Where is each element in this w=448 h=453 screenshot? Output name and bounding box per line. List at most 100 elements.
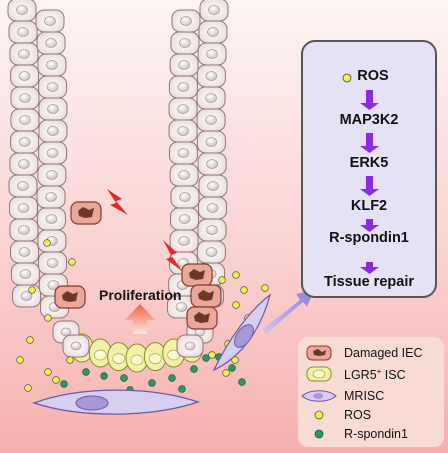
legend-label-ros: ROS — [344, 408, 372, 422]
signal-arrow — [262, 290, 314, 334]
epithelial-cell — [38, 119, 68, 143]
ros-dot — [26, 336, 34, 344]
pathway-step-klf2: KLF2 — [350, 198, 388, 214]
epithelial-cell — [9, 42, 39, 66]
damaged-iec-cells — [54, 201, 222, 330]
epithelial-cell — [168, 119, 198, 143]
ros-dot — [68, 258, 76, 266]
legend-isc-text: ISC — [381, 368, 406, 383]
damaged-iec-legend-icon — [306, 345, 332, 361]
epithelial-cell — [10, 240, 40, 264]
proliferation-arrow — [125, 304, 155, 334]
pathway-step-tissue-repair: Tissue repair — [323, 274, 414, 290]
mrisc-cell-right — [212, 293, 272, 372]
ros-legend-icon — [314, 410, 324, 420]
epithelial-cell — [9, 218, 39, 242]
ros-dot — [66, 356, 74, 364]
epithelial-cell — [197, 218, 227, 242]
rspondin1-dot — [190, 365, 198, 373]
crypt-left-wall — [7, 0, 70, 319]
epithelial-cell — [10, 262, 40, 286]
epithelial-cell — [7, 0, 37, 22]
epithelial-cell — [197, 152, 227, 176]
epithelial-cell — [36, 207, 66, 231]
rspondin1-dot — [238, 378, 246, 386]
pathway-panel: ROS MAP3K2 ERK5 KLF2 R-spondin1 Tissue r… — [301, 40, 437, 298]
legend-label-lgr5-isc: LGR5+ ISC — [344, 367, 406, 382]
epithelial-cell — [170, 31, 200, 55]
rspondin1-dot — [148, 379, 156, 387]
legend: Damaged IEC LGR5+ ISC MRISC ROS R-spondi… — [298, 337, 444, 447]
pathway-step-map3k2: MAP3K2 — [339, 112, 399, 128]
pathway-step-rspondin1: R-spondin1 — [329, 230, 409, 246]
lgr5-isc-cell — [143, 342, 167, 372]
mrisc-cell-bottom — [32, 389, 200, 415]
epithelial-cell — [176, 334, 204, 358]
epithelial-cell — [168, 141, 198, 165]
epithelial-cell — [169, 53, 199, 77]
epithelial-cell — [35, 9, 65, 33]
ros-dot — [240, 286, 248, 294]
damaged-iec-cell — [181, 263, 213, 287]
legend-lgr5-text: LGR5 — [344, 368, 377, 383]
ros-dot-icon — [342, 73, 352, 83]
epithelial-cell — [170, 185, 200, 209]
mrisc-legend-icon — [301, 390, 337, 402]
epithelial-cell — [10, 86, 40, 110]
pathway-arrows — [342, 73, 379, 274]
epithelial-cell — [10, 130, 40, 154]
epithelial-cell — [196, 240, 226, 264]
epithelial-cell — [62, 334, 90, 358]
rspondin1-dot — [120, 374, 128, 382]
epithelial-cell — [171, 9, 201, 33]
rspondin1-dot — [168, 374, 176, 382]
proliferation-label: Proliferation — [99, 287, 182, 303]
epithelial-cell — [8, 20, 38, 44]
epithelial-cell — [196, 86, 226, 110]
epithelial-cell — [8, 196, 38, 220]
ros-dot — [222, 369, 230, 377]
down-arrow-icon — [360, 90, 379, 110]
epithelial-cell — [168, 97, 198, 121]
ros-dot — [232, 271, 240, 279]
lightning-icon-ros-2 — [163, 240, 183, 272]
epithelial-cell — [37, 53, 67, 77]
down-arrow-icon — [360, 176, 379, 196]
legend-label-rspondin1: R-spondin1 — [344, 427, 408, 441]
epithelial-cell — [38, 251, 68, 275]
epithelial-cell — [37, 163, 67, 187]
ros-dot — [28, 286, 36, 294]
epithelial-cell — [10, 64, 40, 88]
lgr5-isc-legend-icon — [306, 366, 332, 382]
rspondin1-legend-icon — [314, 429, 324, 439]
damaged-iec-cell — [186, 306, 218, 330]
epithelial-cell — [168, 75, 198, 99]
ros-dot — [43, 239, 51, 247]
pathway-arrow-group — [360, 90, 379, 274]
pathway-step-ros: ROS — [357, 68, 389, 84]
epithelial-cell — [198, 174, 228, 198]
ros-dot — [44, 368, 52, 376]
ros-dot — [218, 276, 226, 284]
epithelial-cell — [196, 130, 226, 154]
rspondin1-dot — [100, 372, 108, 380]
epithelial-cell — [10, 108, 40, 132]
damaged-iec-cell — [190, 284, 222, 308]
legend-label-mrisc: MRISC — [344, 389, 385, 403]
ros-dot — [16, 356, 24, 364]
lightning-icon-ros-1 — [107, 189, 128, 215]
ros-dot — [232, 301, 240, 309]
ros-dot — [208, 351, 216, 359]
epithelial-cell — [38, 97, 68, 121]
epithelial-cell — [169, 163, 199, 187]
rspondin1-dot — [202, 354, 210, 362]
epithelial-cell — [37, 229, 67, 253]
epithelial-cell — [198, 196, 228, 220]
down-arrow-icon — [360, 219, 379, 232]
epithelial-cell — [199, 0, 229, 22]
ros-dot — [24, 384, 32, 392]
legend-symbols — [301, 345, 337, 439]
epithelial-cell — [169, 229, 199, 253]
epithelial-cell — [8, 174, 38, 198]
